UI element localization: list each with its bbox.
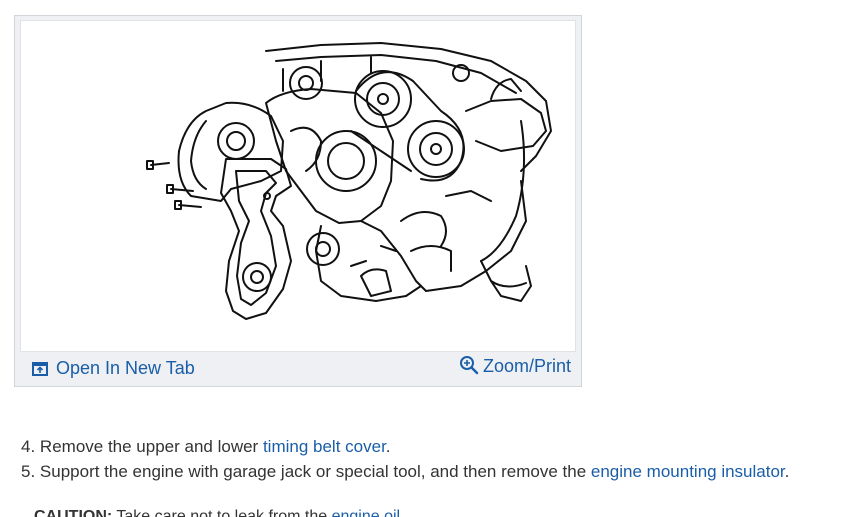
- engine-mounting-insulator-link[interactable]: engine mounting insulator: [590, 462, 785, 481]
- timing-belt-cover-link[interactable]: timing belt cover: [262, 437, 386, 456]
- zoom-in-icon: [459, 355, 479, 377]
- caution-label: CAUTION:: [34, 508, 113, 517]
- zoom-print-link[interactable]: Zoom/Print: [459, 355, 571, 377]
- diagram-frame: Open In New Tab Zoom/Print: [14, 15, 582, 387]
- step-punct: .: [385, 437, 391, 456]
- diagram-toolbar: Open In New Tab Zoom/Print: [15, 354, 581, 386]
- caution-text: Take care not to leak from the: [116, 508, 328, 517]
- step-text: Support the engine with garage jack or s…: [39, 462, 587, 481]
- open-in-new-tab-label: Open In New Tab: [56, 358, 195, 378]
- engine-line-drawing: [146, 42, 552, 320]
- step-number: 5.: [21, 462, 36, 481]
- procedure-steps: 4. Remove the upper and lower timing bel…: [21, 434, 789, 484]
- step-text: Remove the upper and lower: [39, 437, 259, 456]
- zoom-print-label: Zoom/Print: [482, 355, 571, 376]
- open-new-tab-icon: [31, 360, 49, 378]
- caution-note: CAUTION: Take care not to leak from the …: [34, 508, 400, 517]
- open-in-new-tab-link[interactable]: Open In New Tab: [31, 358, 195, 379]
- step-4: 4. Remove the upper and lower timing bel…: [21, 434, 789, 459]
- step-5: 5. Support the engine with garage jack o…: [21, 459, 789, 484]
- engine-oil-link[interactable]: engine oil: [331, 508, 401, 517]
- step-number: 4.: [21, 437, 36, 456]
- step-punct: .: [784, 462, 790, 481]
- engine-diagram-image[interactable]: [20, 20, 576, 352]
